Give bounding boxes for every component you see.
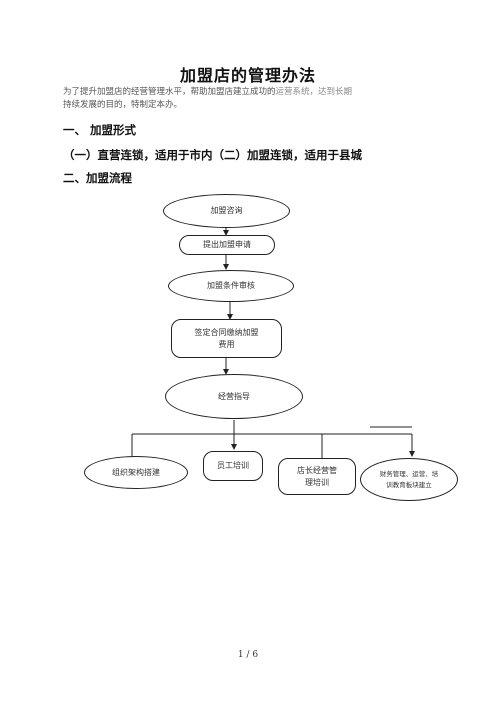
flow-branch-org-structure: 组织架构搭建 [84, 456, 188, 489]
flow-branch-finance-ops-label: 财务管理、运营、培 训教育板块建立 [380, 469, 439, 491]
intro-line1-accent: 运营系统，达到长期 [275, 87, 353, 97]
intro-line1-prefix: 为了提升加盟店的经营管理水平，帮助加盟店建立成功的 [63, 87, 276, 97]
flow-step-review: 加盟条件审核 [168, 270, 294, 302]
flow-step-apply: 提出加盟申请 [179, 235, 275, 255]
franchise-form-types: （一）直营连锁，适用于市内（二）加盟连锁，适用于县城 [63, 148, 362, 162]
flow-step-guidance-label: 经营指导 [218, 391, 250, 401]
flow-step-consult-label: 加盟咨询 [210, 206, 243, 215]
document-title: 加盟店的管理办法 [179, 66, 316, 85]
flow-branch-manager-training-line1: 店长经营管 [297, 465, 337, 475]
flow-step-review-label: 加盟条件审核 [207, 281, 255, 290]
flow-step-guidance: 经营指导 [165, 374, 303, 419]
flow-step-contract: 签定合同缴纳加盟 费用 [171, 319, 282, 358]
flow-step-contract-line2: 费用 [218, 339, 235, 349]
page-number: 1 / 6 [237, 650, 259, 660]
section-heading-franchise-form: 一、 加盟形式 [63, 123, 137, 137]
flow-step-contract-line1: 签定合同缴纳加盟 [194, 327, 259, 337]
flow-branch-finance-ops-line1: 财务管理、运营、培 [379, 469, 439, 478]
flow-step-apply-label: 提出加盟申请 [203, 240, 251, 249]
flow-branch-org-structure-label: 组织架构搭建 [112, 467, 160, 477]
intro-paragraph: 为了提升加盟店的经营管理水平，帮助加盟店建立成功的运营系统，达到长期 持续发展的… [63, 86, 433, 112]
flow-step-consult: 加盟咨询 [163, 194, 290, 228]
flow-branch-manager-training-label: 店长经营管 理培训 [297, 465, 337, 489]
flow-branch-finance-ops-line2: 训教育板块建立 [386, 480, 432, 489]
flow-branch-staff-training: 员工培训 [203, 451, 263, 481]
flow-branch-manager-training: 店长经营管 理培训 [278, 458, 356, 495]
flow-branch-finance-ops: 财务管理、运营、培 训教育板块建立 [360, 458, 458, 501]
flow-branch-staff-training-label: 员工培训 [217, 461, 249, 470]
flow-step-contract-label: 签定合同缴纳加盟 费用 [195, 327, 259, 351]
section-heading-franchise-process: 二、加盟流程 [63, 171, 132, 185]
flow-branch-manager-training-line2: 理培训 [305, 477, 329, 487]
intro-line2: 持续发展的目的，特制定本办。 [63, 100, 183, 110]
